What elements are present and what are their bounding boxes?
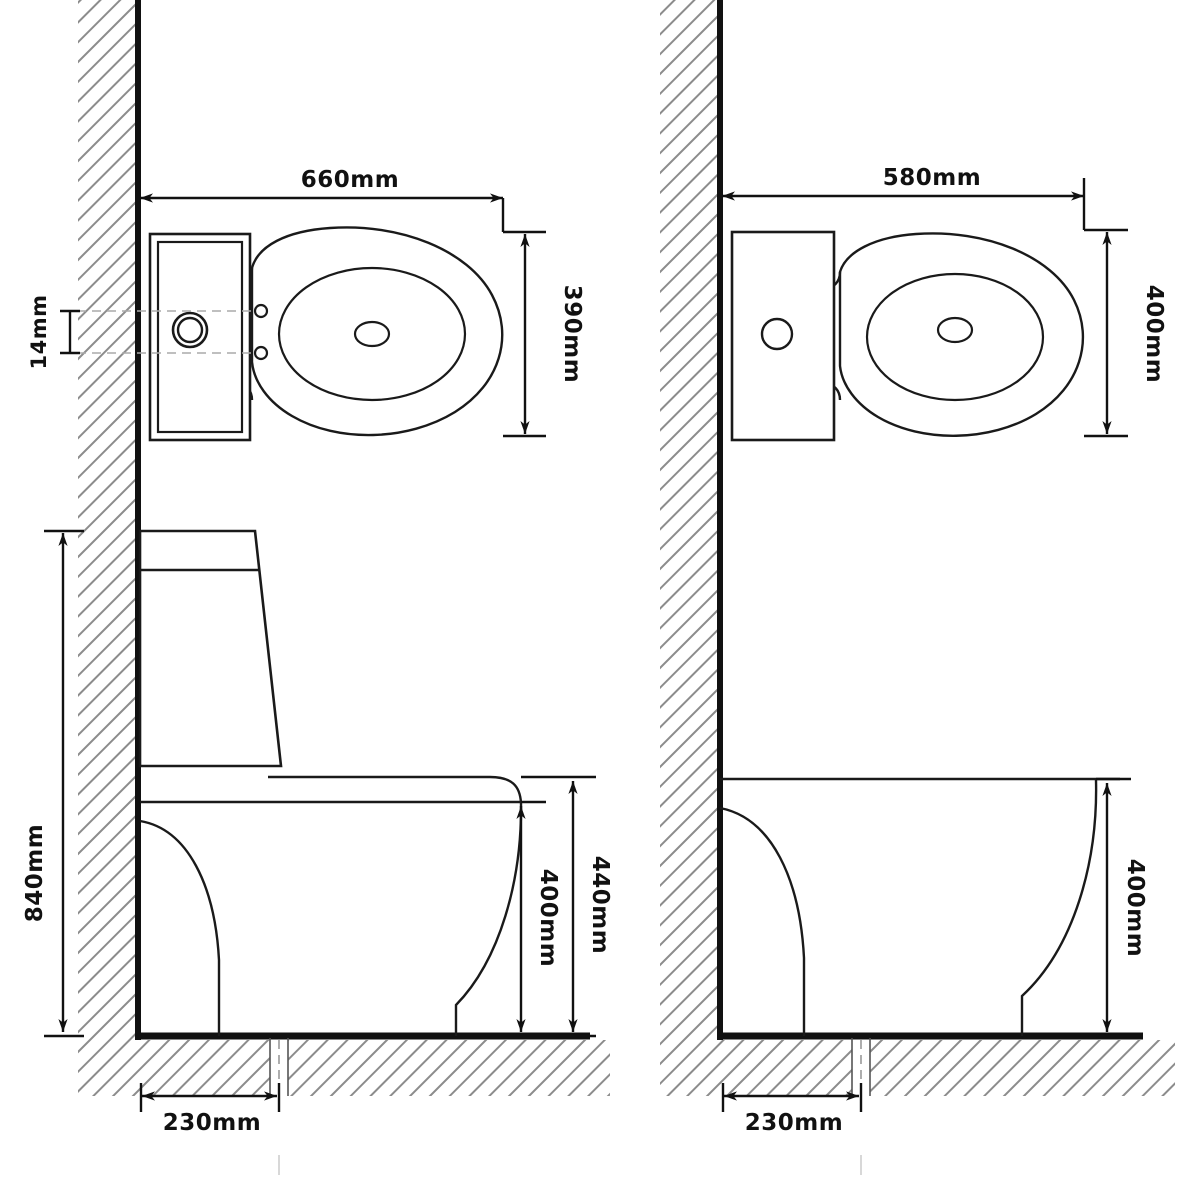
fixing-hole-upper-left (253, 303, 269, 319)
cistern-body-elevation-left (138, 529, 283, 768)
dim-label-plan-depth-left: 660mm (301, 167, 399, 193)
bowl-waste-hole-left (353, 320, 391, 348)
dim-label-pipe-offset-right: 230mm (745, 1110, 843, 1136)
wall-section-right (660, 0, 723, 1040)
wall-section-left (78, 0, 141, 1040)
dimension-pipe-offset-right: 230mm (721, 1083, 863, 1136)
dimension-seat-height-left: 440mm (521, 775, 613, 1038)
wall-hatch-right (660, 0, 720, 1040)
dimension-pipe-offset-left: 230mm (139, 1083, 281, 1136)
pedestal-back-curve-right (719, 806, 806, 1036)
dim-label-plan-width-right: 400mm (1141, 285, 1167, 383)
dimension-plan-depth-left: 660mm (140, 167, 546, 234)
flush-button-inner-ring-left[interactable] (176, 316, 204, 344)
dim-label-plan-width-left: 390mm (559, 285, 585, 383)
pedestal-back-curve-left (139, 819, 221, 1036)
panel-right: 580mm 400mm 400mm (660, 0, 1175, 1175)
cistern-lid-left (156, 240, 244, 434)
flush-button-right[interactable] (760, 317, 794, 351)
plan-view-right (730, 230, 1085, 442)
bowl-front-profile-right (1020, 779, 1098, 1036)
plan-view-left (62, 226, 504, 442)
dim-label-button-offset-left: 14mm (27, 295, 51, 370)
panel-left: 660mm 390mm 14mm (22, 0, 613, 1175)
fixing-hole-lower-left (253, 345, 269, 361)
dimension-plan-depth-right: 580mm (722, 165, 1128, 232)
elevation-view-right (719, 777, 1120, 1036)
bowl-waste-hole-right (936, 316, 974, 344)
floor-hatch-right-a (660, 1040, 852, 1096)
elevation-view-left (138, 529, 523, 1036)
dimension-plan-width-left: 390mm (503, 234, 585, 438)
dim-label-rim-height-right: 400mm (1122, 859, 1148, 957)
floor-section-right (660, 1032, 1175, 1175)
floor-section-left (78, 1032, 610, 1175)
floor-hatch-left-b (288, 1040, 610, 1096)
dim-label-seat-height-left: 440mm (587, 856, 613, 954)
floor-hatch-left-a (78, 1040, 270, 1096)
floor-hatch-right-b (870, 1040, 1175, 1096)
dim-label-plan-depth-right: 580mm (883, 165, 981, 191)
dimension-plan-width-right: 400mm (1084, 232, 1167, 438)
dim-label-total-height-left: 840mm (22, 824, 48, 922)
wall-hatch-left (78, 0, 138, 1040)
dimension-total-height-left: 840mm (22, 529, 84, 1038)
dimension-rim-height-right: 400mm (1096, 777, 1148, 1038)
dim-label-rim-height-left: 400mm (535, 869, 561, 967)
dimension-rim-height-left: 400mm (516, 800, 561, 1032)
seat-top-line-left (268, 775, 523, 804)
dim-label-pipe-offset-left: 230mm (163, 1110, 261, 1136)
dimension-button-offset-left: 14mm (27, 295, 80, 370)
